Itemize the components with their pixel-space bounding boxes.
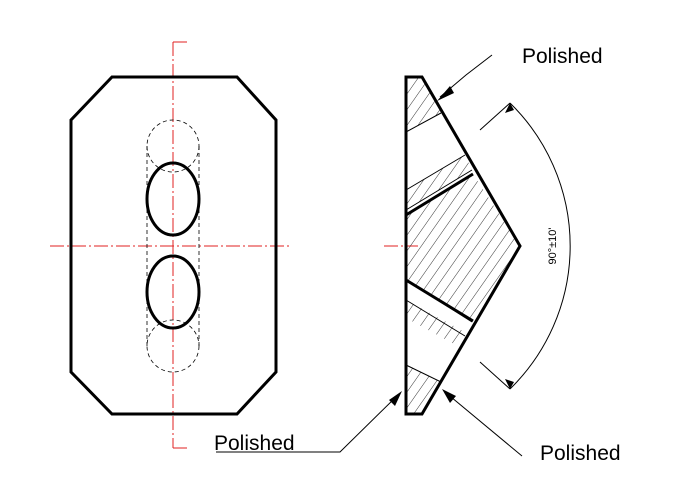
arc-arrowhead-top xyxy=(505,103,514,113)
section-outline xyxy=(404,75,522,416)
label-polished-bottom-left: Polished xyxy=(214,432,295,455)
leader-bottom-right xyxy=(444,391,523,457)
extension-line-upper xyxy=(479,102,511,131)
face-line-5 xyxy=(405,169,473,211)
angle-dimension-text: 90°±10' xyxy=(547,227,559,264)
section-inner-edge-lower xyxy=(405,278,474,323)
hatched-region-center xyxy=(406,174,520,321)
ellipse-top xyxy=(145,161,201,237)
face-line-3 xyxy=(405,299,466,337)
section-inner-edge-upper xyxy=(405,172,474,217)
angle-dimension-arc xyxy=(509,102,571,390)
leader-arrow-bottom-right xyxy=(442,389,456,403)
face-line-1 xyxy=(405,112,442,133)
hatched-region-lower-mid xyxy=(406,300,472,350)
label-polished-top-right: Polished xyxy=(522,45,603,68)
hatched-region-bottom xyxy=(406,365,441,414)
hatched-region-upper-mid xyxy=(406,155,472,210)
label-polished-bottom-right: Polished xyxy=(540,442,621,465)
face-line-2 xyxy=(405,154,466,191)
front-view xyxy=(50,41,292,449)
octagon-outline xyxy=(69,75,278,416)
annotations: Polished Polished Polished xyxy=(214,45,621,465)
leader-arrow-bottom-left xyxy=(389,391,402,406)
leader-bottom-left xyxy=(216,394,399,453)
leader-arrow-top-right xyxy=(437,86,454,101)
section-view: 90°±10' xyxy=(384,75,571,416)
arc-arrowhead-bottom xyxy=(505,379,514,389)
extension-line-lower xyxy=(479,361,511,390)
ellipse-bottom xyxy=(145,254,201,330)
face-line-4 xyxy=(405,364,442,383)
hatched-region-top xyxy=(406,78,441,132)
